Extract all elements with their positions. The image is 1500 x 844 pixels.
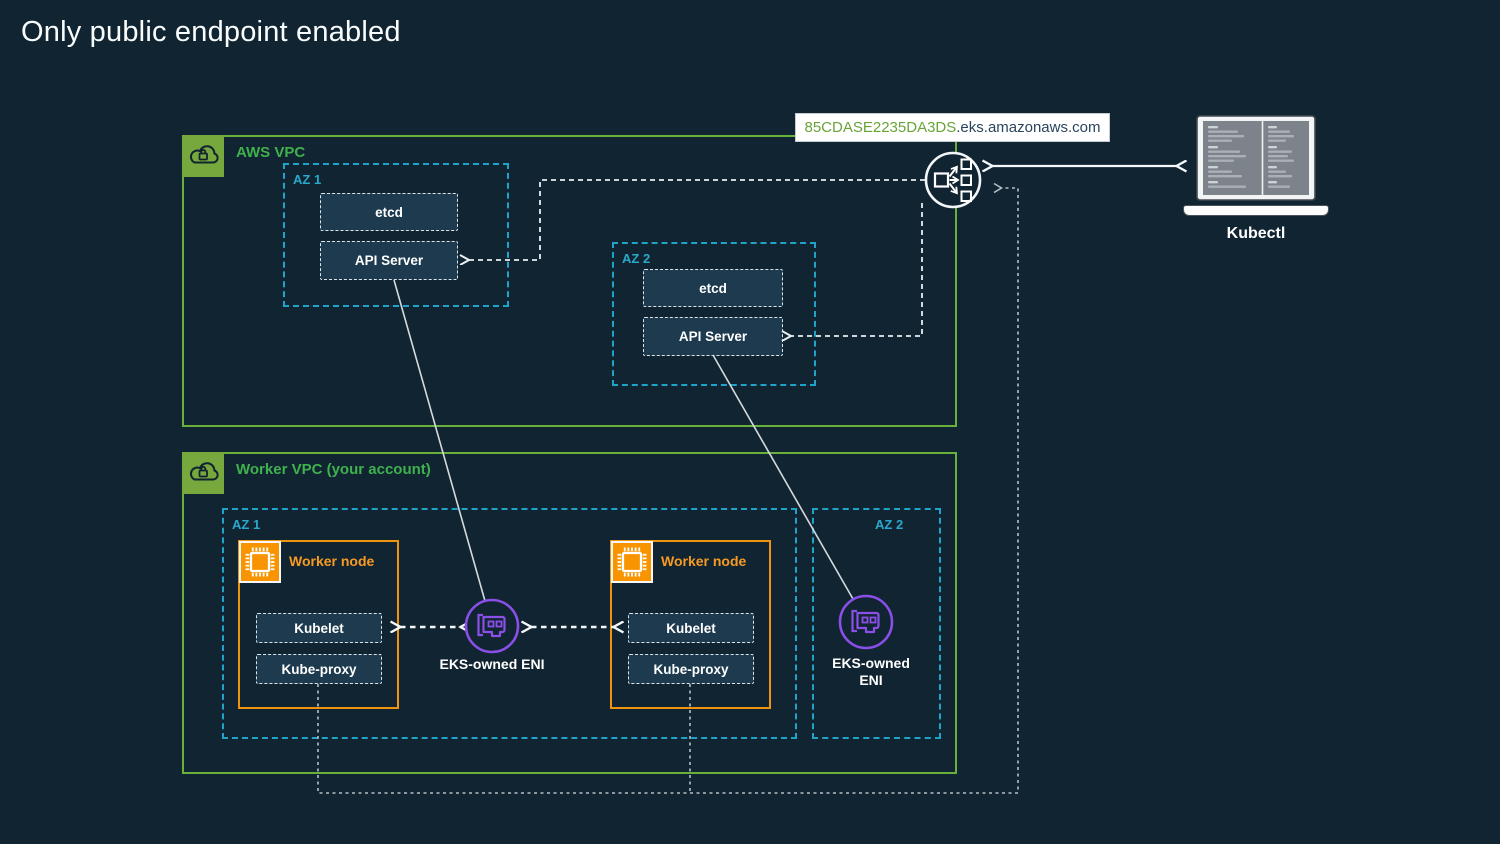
kube-proxy-box-2: Kube-proxy	[628, 654, 754, 684]
kubelet-box-1: Kubelet	[256, 613, 382, 643]
api-server-box-az1: API Server	[320, 241, 458, 280]
kubectl-label: Kubectl	[1226, 225, 1286, 242]
page-title: Only public endpoint enabled	[21, 16, 401, 48]
worker-az2-box	[812, 508, 941, 739]
aws-az2-label: AZ 2	[622, 251, 651, 266]
endpoint-url-suffix: .eks.amazonaws.com	[956, 119, 1101, 136]
kube-proxy-box-1: Kube-proxy	[256, 654, 382, 684]
eni-2-label-line2: ENI	[859, 672, 883, 688]
etcd-box-az1: etcd	[320, 193, 458, 231]
endpoint-url-box: 85CDASE2235DA3DS.eks.amazonaws.com	[795, 113, 1110, 142]
eni-2-label-line1: EKS-owned	[832, 655, 910, 671]
worker-vpc-cloud-lock-icon	[182, 452, 224, 494]
worker-node-2-chip-icon	[611, 541, 653, 583]
endpoint-url-id: 85CDASE2235DA3DS	[804, 119, 957, 136]
aws-az1-label: AZ 1	[293, 172, 322, 187]
worker-vpc-label: Worker VPC (your account)	[236, 461, 431, 478]
kubectl-laptop-icon	[1183, 112, 1329, 216]
eni-1-label: EKS-owned ENI	[439, 656, 545, 672]
eni-2-label: EKS-owned ENI	[806, 655, 936, 689]
aws-vpc-label: AWS VPC	[236, 144, 306, 161]
worker-az2-label: AZ 2	[875, 517, 904, 532]
worker-node-1-chip-icon	[239, 541, 281, 583]
worker-az1-label: AZ 1	[232, 517, 261, 532]
worker-node-1-label: Worker node	[289, 553, 375, 569]
aws-vpc-cloud-lock-icon	[182, 135, 224, 177]
etcd-box-az2: etcd	[643, 269, 783, 307]
laptop-base	[1183, 205, 1329, 216]
api-server-box-az2: API Server	[643, 317, 783, 356]
worker-node-2-label: Worker node	[661, 553, 747, 569]
kubelet-box-2: Kubelet	[628, 613, 754, 643]
